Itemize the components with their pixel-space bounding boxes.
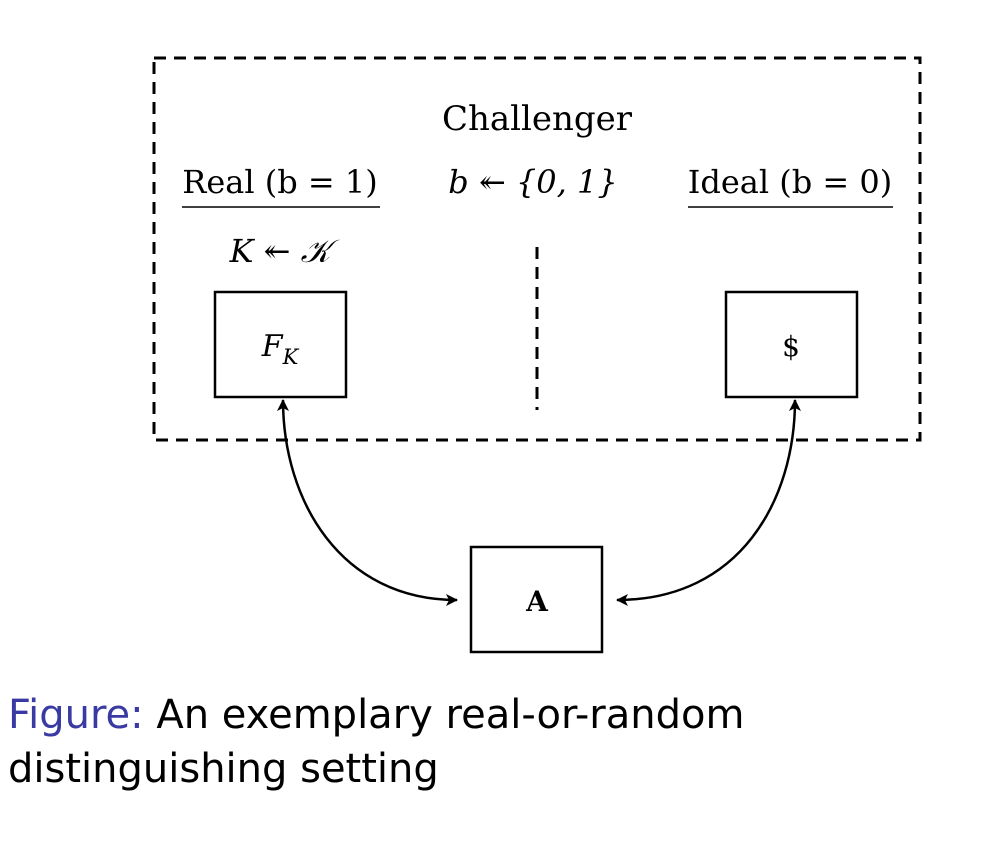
ideal-interaction-arrow [616, 399, 801, 606]
challenger-label: Challenger [442, 99, 633, 139]
real-or-random-diagram: Challenger Real (b = 1) b ↞ {0, 1} Ideal… [152, 56, 922, 654]
adversary-label: A [525, 585, 549, 618]
bit-sampling: b ↞ {0, 1} [448, 163, 617, 201]
prf-oracle-label: FK [261, 329, 300, 369]
random-oracle-label: $ [782, 330, 800, 363]
key-sampling: K ↞ 𝒦 [229, 232, 341, 270]
figure-caption-text: An exemplary real-or-random distinguishi… [8, 692, 745, 792]
ideal-heading: Ideal (b = 0) [688, 163, 893, 201]
real-interaction-arrow [277, 399, 458, 606]
figure-caption: Figure: An exemplary real-or-random dist… [8, 688, 968, 796]
figure-caption-label: Figure: [8, 692, 144, 738]
real-heading: Real (b = 1) [182, 163, 377, 201]
adversary-box [469, 545, 604, 654]
random-oracle-box [724, 290, 859, 399]
challenger-boundary [152, 56, 922, 442]
prf-oracle-box [213, 290, 348, 399]
